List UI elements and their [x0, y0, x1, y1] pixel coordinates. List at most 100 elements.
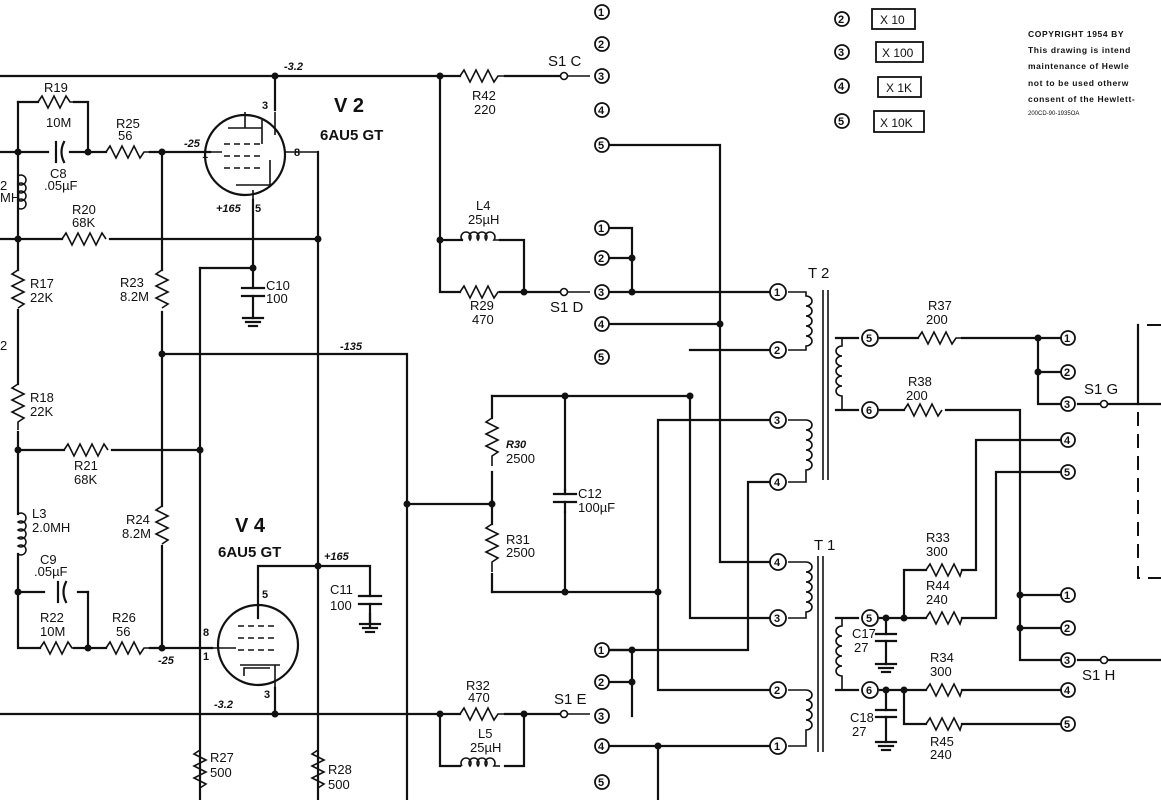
term-4: 4	[598, 741, 605, 753]
term-1: 1	[774, 287, 780, 299]
term-2: 2	[1064, 367, 1070, 379]
v4-grid-voltage: -25	[158, 655, 175, 667]
l5-ref: L5	[478, 726, 492, 741]
l4-symbol	[460, 231, 500, 242]
term-6: 6	[866, 405, 872, 417]
r20-ref: R20	[72, 202, 96, 217]
r24-symbol	[154, 505, 170, 545]
v4-pin-1: 1	[203, 651, 209, 663]
copyright-line-2: This drawing is intend	[1028, 45, 1131, 55]
term-2: 2	[774, 685, 780, 697]
r32-symbol	[459, 706, 505, 722]
l3-value: 2.0MH	[32, 520, 70, 535]
c18-symbol	[874, 708, 898, 752]
r20-value: 68K	[72, 215, 95, 230]
term-3: 3	[1064, 399, 1070, 411]
term-3: 3	[774, 613, 780, 625]
term-2: 2	[598, 253, 604, 265]
legend-x100: X 100	[882, 46, 914, 60]
v2-grid-voltage: -25	[184, 138, 201, 150]
r27-value: 500	[210, 765, 232, 780]
term-1: 1	[774, 741, 780, 753]
r42-value: 220	[474, 102, 496, 117]
v4-pin-8: 8	[203, 627, 209, 639]
c9-symbol	[56, 580, 68, 604]
r34-symbol	[925, 682, 963, 699]
v4-type: 6AU5 GT	[218, 544, 281, 561]
multiplier-boxes	[871, 8, 925, 133]
r29-symbol	[459, 284, 500, 300]
r18-symbol	[10, 383, 26, 430]
r25-symbol	[105, 144, 150, 160]
copyright-line-3: maintenance of Hewle	[1028, 61, 1129, 71]
r25-ref: R25	[116, 116, 140, 131]
legend-pos: 5	[838, 116, 844, 128]
drawing-code: 200CD-90-1935OA	[1028, 111, 1079, 117]
copyright-line-1: COPYRIGHT 1954 BY	[1028, 29, 1124, 39]
c10-symbol	[240, 266, 266, 328]
r34-value: 300	[930, 664, 952, 679]
transformer-t1-label: T 1	[814, 537, 835, 554]
r22-symbol	[39, 640, 74, 656]
r20-symbol	[61, 231, 107, 247]
r27-symbol	[192, 749, 208, 789]
term-4: 4	[1064, 685, 1071, 697]
c8-symbol	[54, 140, 66, 164]
dashed-enclosure	[1137, 324, 1161, 579]
r31-symbol	[484, 523, 500, 572]
legend-pos: 4	[838, 81, 845, 93]
v2-type: 6AU5 GT	[320, 127, 383, 144]
l4-ref: L4	[476, 198, 490, 213]
r31-ref: R31	[506, 532, 530, 547]
copyright-line-5: consent of the Hewlett-	[1028, 94, 1135, 104]
term-5: 5	[866, 613, 872, 625]
r19-symbol	[37, 94, 74, 110]
inductors	[16, 174, 500, 768]
term-3: 3	[598, 287, 604, 299]
r44-ref: R44	[926, 578, 950, 593]
term-4: 4	[598, 105, 605, 117]
r23-value: 8.2M	[120, 289, 149, 304]
v4-pin-3: 3	[264, 689, 270, 701]
r23-ref: R23	[120, 275, 144, 290]
v2-pin-1: 1	[202, 149, 208, 161]
r26-ref: R26	[112, 610, 136, 625]
term-5: 5	[598, 777, 604, 789]
r33-symbol	[925, 562, 963, 579]
r27-ref: R27	[210, 750, 234, 765]
c11-symbol	[357, 594, 383, 634]
term-3: 3	[598, 711, 604, 723]
term-1: 1	[598, 645, 604, 657]
labels: V 2 6AU5 GT V 4 6AU5 GT 3 1 8 5 5 8 1 3 …	[0, 7, 1135, 792]
term-1: 1	[598, 7, 604, 19]
r23-symbol	[154, 269, 170, 309]
legend-x10: X 10	[880, 13, 905, 27]
r17-ref: R17	[30, 276, 54, 291]
term-4: 4	[1064, 435, 1071, 447]
c18-ref: C18	[850, 710, 874, 725]
switch-s1c: S1 C	[548, 53, 582, 70]
r31-value: 2500	[506, 545, 535, 560]
r28-symbol	[310, 749, 326, 789]
term-2: 2	[1064, 623, 1070, 635]
term-3: 3	[598, 71, 604, 83]
r26-symbol	[105, 640, 150, 656]
r34-ref: R34	[930, 650, 954, 665]
r37-symbol	[917, 330, 962, 346]
r45-symbol	[925, 716, 963, 733]
legend-pos: 3	[838, 47, 844, 59]
r42-symbol	[459, 68, 505, 84]
r21-value: 68K	[74, 472, 97, 487]
term-2: 2	[598, 39, 604, 51]
transformer-t2	[788, 290, 843, 483]
term-4: 4	[598, 319, 605, 331]
term-2: 2	[598, 677, 604, 689]
term-1: 1	[1064, 333, 1070, 345]
c10-value: 100	[266, 291, 288, 306]
r24-ref: R24	[126, 512, 150, 527]
switch-s1h: S1 H	[1082, 667, 1115, 684]
switch-s1e: S1 E	[554, 691, 587, 708]
switch-s1d: S1 D	[550, 299, 584, 316]
l5-symbol	[460, 757, 500, 768]
r45-ref: R45	[930, 734, 954, 749]
